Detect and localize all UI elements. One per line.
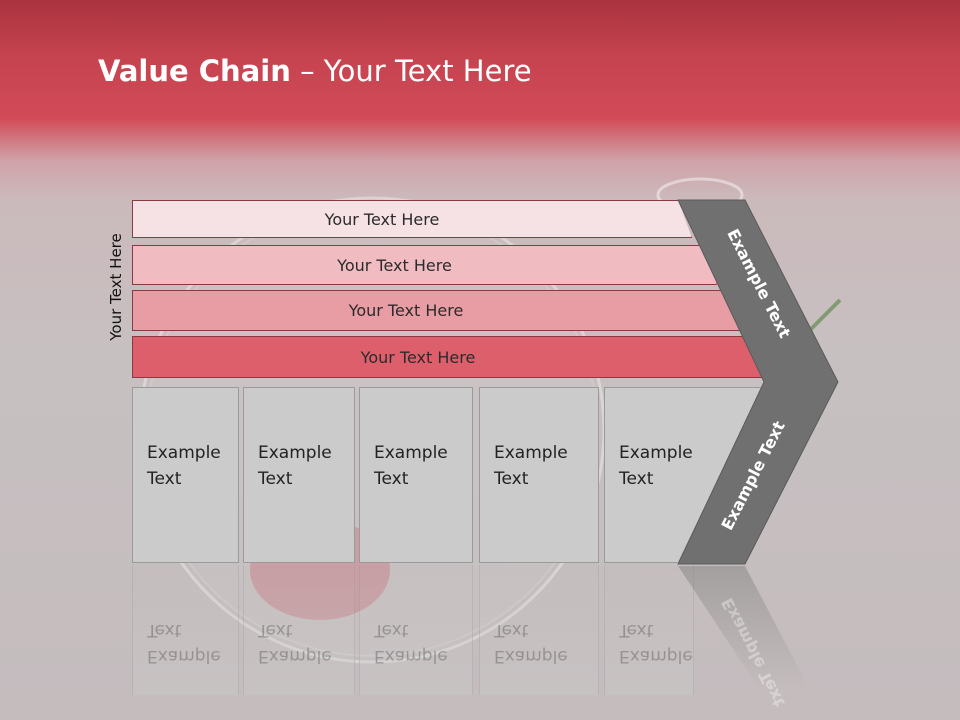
box-2-line-2: Text bbox=[258, 469, 293, 489]
support-row-2: Your Text Here bbox=[132, 245, 717, 285]
box-1-line-1: Example bbox=[147, 443, 221, 463]
title-bold: Value Chain bbox=[98, 54, 291, 88]
primary-activity-box-4: Example Text bbox=[479, 387, 599, 563]
box-4-line-1: Example bbox=[494, 443, 568, 463]
slide-title: Value Chain – Your Text Here bbox=[98, 54, 532, 88]
support-row-1: Your Text Here bbox=[132, 200, 692, 238]
box-2-line-1: Example bbox=[258, 443, 332, 463]
box-5-line-2: Text bbox=[619, 469, 654, 489]
chevron-shape bbox=[677, 199, 839, 565]
primary-activity-box-1: Example Text bbox=[132, 387, 239, 563]
chevron-reflection bbox=[678, 566, 810, 690]
box-4-line-2: Text bbox=[494, 469, 529, 489]
primary-activity-box-2: Example Text bbox=[243, 387, 355, 563]
box-3-line-2: Text bbox=[374, 469, 409, 489]
box-3-line-1: Example bbox=[374, 443, 448, 463]
support-row-4: Your Text Here bbox=[132, 336, 764, 378]
title-rest: – Your Text Here bbox=[290, 54, 532, 88]
support-row-3: Your Text Here bbox=[132, 290, 740, 331]
primary-activity-box-3: Example Text bbox=[359, 387, 473, 563]
box-5-line-1: Example bbox=[619, 443, 693, 463]
box-1-line-2: Text bbox=[147, 469, 182, 489]
